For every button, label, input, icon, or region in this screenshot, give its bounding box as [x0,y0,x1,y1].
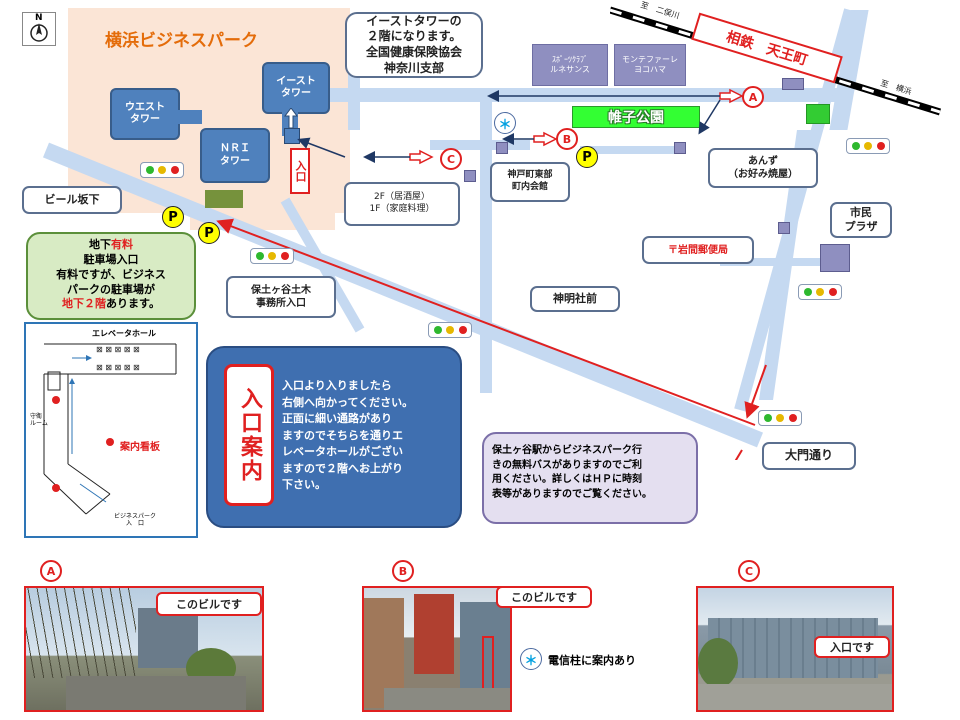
nri-tower: ＮＲＩ タワー [200,128,270,183]
entrance-guide-title: 入口案内 [237,387,262,483]
parking-note-line4: パークの駐車場が [67,282,155,296]
photo-b-building-right [460,602,510,692]
west-tower: ウエスト タワー [110,88,180,140]
compass-label: N [35,13,43,23]
label-post-office: 〒岩間郵便局 [642,236,754,264]
floor-plan-guide-sign: 案内看板 [120,442,160,453]
sports-club: ｽﾎﾟｰﾂｸﾗﾌﾞ ルネサンス [532,44,608,86]
label-ground-floor: 2F（居酒屋） 1F（家庭料理） [344,182,460,226]
compass-arrow-icon [30,23,48,42]
photo-a-tree-1 [26,588,136,678]
entrance-guide-text: 入口より入りましたら 右側へ向かってください。 正面に細い通路があり ますのでそ… [282,379,414,491]
entrance-square [284,128,300,144]
green-square [806,104,830,124]
parking-note-highlight2: 地下２階 [62,297,107,311]
parking-marker-3: P [198,222,220,244]
building-marker-anzu [674,142,686,154]
traffic-signal-5 [428,322,472,338]
parking-marker-1: P [576,146,598,168]
floor-plan: ⊠ ⊠ ⊠ ⊠ ⊠ ⊠ ⊠ ⊠ ⊠ ⊠ エレベータホール 案内看板 守衛 ルーム… [24,322,198,538]
traffic-signal-1 [140,162,184,178]
photo-c-pavement [698,684,892,710]
label-shinmei: 神明社前 [530,286,620,312]
traffic-signal-4 [798,284,842,300]
east-tower: イースト タワー [262,62,330,114]
photo-b-callout: このビルです [496,586,592,608]
asterisk-marker: ＊ [494,112,516,134]
label-kanbe-hall: 神戸町東部 町内会館 [490,162,570,202]
kaizu-park: 帷子公園 [572,106,700,128]
photo-b-road [384,688,510,710]
label-hodogaya-office: 保土ヶ谷土木 事務所入口 [226,276,336,318]
route-arrows [216,88,767,460]
label-civic-plaza: 市民 プラザ [830,202,892,238]
building-marker-post [778,222,790,234]
east-tower-callout: イーストタワーの ２階になります。 全国健康保険協会 神奈川支部 [345,12,483,78]
photo-c-callout: 入口です [814,636,890,658]
floor-plan-bp-entrance: ビジネスパーク 入 口 [114,513,157,527]
photo-a-road [66,676,246,710]
park-title: 横浜ビジネスパーク [105,31,258,51]
bus-note: 保土ヶ谷駅からビジネスパーク行 きの無料バスがありますのでご利 用ください。詳し… [482,432,698,524]
photo-b-asterisk: ＊ [520,648,542,670]
parking-entry-block [205,190,243,208]
building-marker-izakaya [464,170,476,182]
photo-c-tree [698,638,738,688]
photo-b-marker: B [392,560,414,582]
entrance-up-arrow-icon [284,108,298,128]
photo-a-marker: A [40,560,62,582]
marker-c: C [440,148,462,170]
marker-a: A [742,86,764,108]
parking-marker-2: P [162,206,184,228]
photo-b [362,586,512,712]
svg-text:⊠ ⊠ ⊠ ⊠ ⊠: ⊠ ⊠ ⊠ ⊠ ⊠ [96,345,140,354]
photo-c-marker: C [738,560,760,582]
floor-plan-elevator-hall: エレベータホール [92,329,156,338]
montefiore: モンテファーレ ヨコハマ [614,44,686,86]
floor-plan-drawing: ⊠ ⊠ ⊠ ⊠ ⊠ ⊠ ⊠ ⊠ ⊠ ⊠ [43,343,177,515]
label-beer-slope: ビール坂下 [22,186,122,214]
parking-note-highlight1: 有料 [111,238,133,251]
parking-note-line3: 有料ですが、ビジネス [56,267,166,281]
parking-note: 地下有料 駐車場入口 有料ですが、ビジネス パークの駐車場が 地下２階あります。 [26,232,196,320]
photo-b-building-mid [414,594,454,674]
traffic-signal-6 [758,410,802,426]
label-daimon: 大門通り [762,442,856,470]
station-marker [782,78,804,90]
road-horizontal-main [290,88,850,102]
label-anzu: あんず （お好み焼屋） [708,148,818,188]
parking-note-line2: 駐車場入口 [83,252,139,266]
parking-note-line1-a: 地下 [89,238,111,251]
traffic-signal-3 [250,248,294,264]
entrance-label: 入口 [290,148,310,194]
connector-west-nri [178,110,202,124]
compass: N [22,12,56,46]
entrance-guide-panel: 入口案内 入口より入りましたら 右側へ向かってください。 正面に細い通路があり … [206,346,462,528]
entrance-guide-title-box: 入口案内 [224,364,274,506]
floor-plan-room: 守衛 ルーム [30,413,48,427]
traffic-signal-2 [846,138,890,154]
photo-a-callout: このビルです [156,592,262,616]
road-horizontal-small [430,140,530,150]
svg-text:⊠ ⊠ ⊠ ⊠ ⊠: ⊠ ⊠ ⊠ ⊠ ⊠ [96,363,140,372]
building-marker-hall [496,142,508,154]
photo-b-note: 電信柱に案内あり [548,654,636,667]
civic-plaza-block [820,244,850,272]
road-vertical-center [480,88,492,393]
marker-b: B [556,128,578,150]
